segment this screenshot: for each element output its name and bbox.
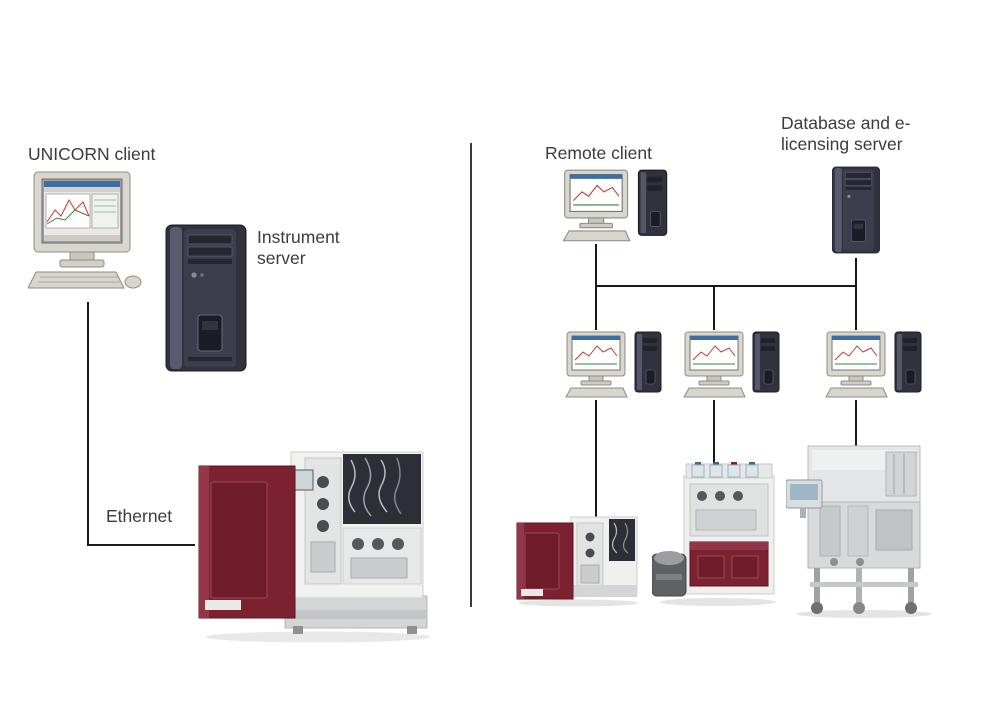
workstation-2-drop-line (713, 285, 715, 330)
workstation-1 (563, 330, 673, 400)
large-chromatography-system (193, 448, 433, 644)
benchtop-chromatography-system (513, 515, 643, 607)
database-server (830, 162, 882, 258)
desktop-with-tower-icon (683, 331, 780, 398)
ethernet-label: Ethernet (106, 506, 173, 526)
instrument-server (162, 223, 250, 373)
lab-chromatography-system-icon (651, 462, 776, 606)
instrument-2-line (713, 400, 715, 464)
workstation-2 (681, 330, 791, 400)
ethernet-line-horizontal (87, 544, 195, 546)
remote-client-label: Remote client (545, 143, 652, 163)
desktop-with-tower-icon (562, 169, 668, 242)
unicorn-client-computer (27, 170, 143, 302)
database-server-drop-line (855, 258, 857, 286)
benchtop-chromatography-system-icon (516, 516, 638, 607)
lab-chromatography-system (651, 462, 777, 607)
process-chromatography-skid (785, 444, 936, 619)
large-chromatography-system-icon (198, 451, 430, 643)
instrument-3-line (855, 400, 857, 446)
remote-client-drop-line (595, 244, 597, 286)
workstation-3-drop-line (855, 285, 857, 330)
remote-client-computer (560, 168, 680, 244)
unicorn-client-label: UNICORN client (28, 144, 156, 164)
process-chromatography-skid-icon (785, 445, 932, 618)
desktop-computer-icon (27, 171, 142, 289)
tower-server-icon (165, 224, 247, 372)
section-divider (470, 143, 472, 607)
ethernet-line-vertical (87, 302, 89, 545)
workstation-1-drop-line (595, 285, 597, 330)
instrument-1-line (595, 400, 597, 518)
instrument-server-label: Instrument server (257, 227, 340, 269)
workstation-3 (823, 330, 933, 400)
database-server-label: Database and e-licensing server (781, 113, 911, 155)
tower-server-icon (832, 166, 880, 254)
desktop-with-tower-icon (825, 331, 922, 398)
network-bus-line (595, 285, 857, 287)
desktop-with-tower-icon (565, 331, 662, 398)
